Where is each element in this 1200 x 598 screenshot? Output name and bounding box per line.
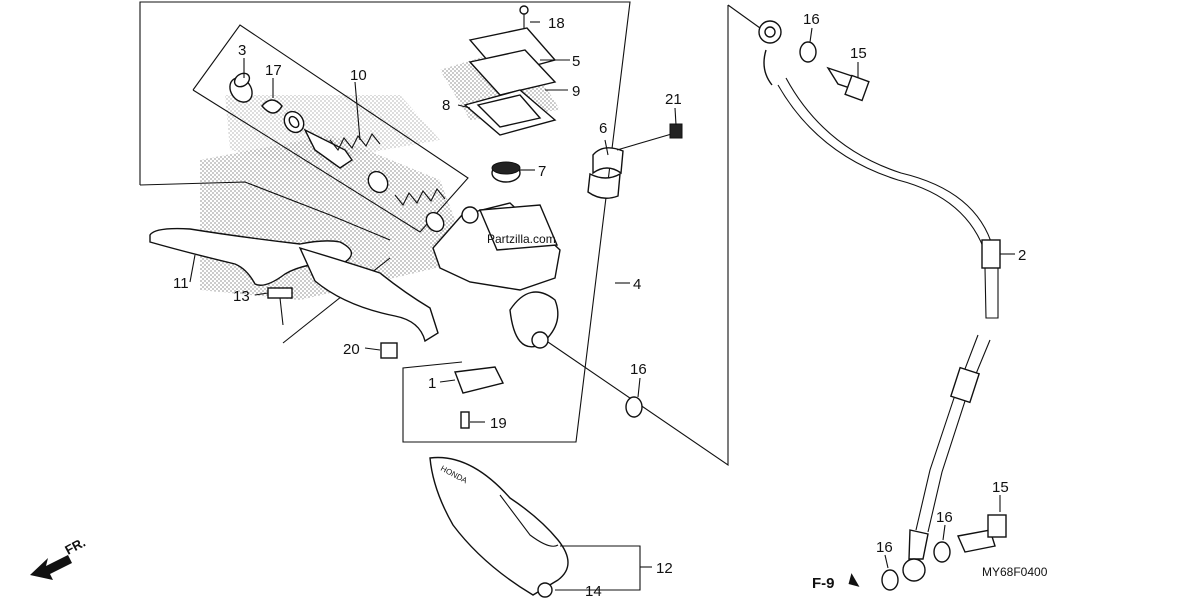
callout-13: 13 xyxy=(233,288,250,305)
callout-15b: 15 xyxy=(992,479,1009,496)
callout-10: 10 xyxy=(350,67,367,84)
reference-f9: F-9 xyxy=(812,573,860,592)
callout-16c: 16 xyxy=(936,509,953,526)
brake-hose xyxy=(758,20,1001,582)
watermark: Partzilla.com xyxy=(487,232,556,246)
callout-3: 3 xyxy=(238,42,246,59)
part-callouts: 1 2 3 4 5 6 7 8 9 10 11 12 13 14 15 15 1… xyxy=(173,11,1026,598)
leader-lines xyxy=(189,21,1015,591)
hose-bolts xyxy=(799,41,1007,591)
callout-15a: 15 xyxy=(850,45,867,62)
callout-21: 21 xyxy=(665,91,682,108)
reservoir-cap-parts xyxy=(463,5,557,183)
callout-14: 14 xyxy=(585,583,602,598)
callout-6: 6 xyxy=(599,120,607,137)
front-direction-arrow: FR. xyxy=(30,535,88,580)
brake-switch xyxy=(454,366,505,429)
holder-parts xyxy=(587,123,683,199)
callout-11: 11 xyxy=(173,275,189,292)
sealing-washer xyxy=(625,396,643,418)
callout-12: 12 xyxy=(656,560,673,577)
callout-9: 9 xyxy=(572,83,580,100)
callout-5: 5 xyxy=(572,53,580,70)
callout-2: 2 xyxy=(1018,247,1026,264)
diagram-code: MY68F0400 xyxy=(982,565,1048,579)
piston-kit xyxy=(229,72,446,233)
callout-16b: 16 xyxy=(630,361,647,378)
front-label: FR. xyxy=(62,535,88,558)
brake-lever xyxy=(149,227,439,359)
reference-label: F-9 xyxy=(812,575,835,592)
callout-18: 18 xyxy=(548,15,565,32)
callout-7: 7 xyxy=(538,163,546,180)
spring xyxy=(329,132,446,207)
callout-4: 4 xyxy=(633,276,641,293)
callout-19: 19 xyxy=(490,415,507,432)
master-cylinder-body xyxy=(432,202,561,349)
hand-guard xyxy=(429,456,569,598)
callout-17: 17 xyxy=(265,62,282,79)
callout-1: 1 xyxy=(428,375,436,392)
callout-16d: 16 xyxy=(876,539,893,556)
callout-20: 20 xyxy=(343,341,360,358)
callout-8: 8 xyxy=(442,97,450,114)
callout-16a: 16 xyxy=(803,11,820,28)
